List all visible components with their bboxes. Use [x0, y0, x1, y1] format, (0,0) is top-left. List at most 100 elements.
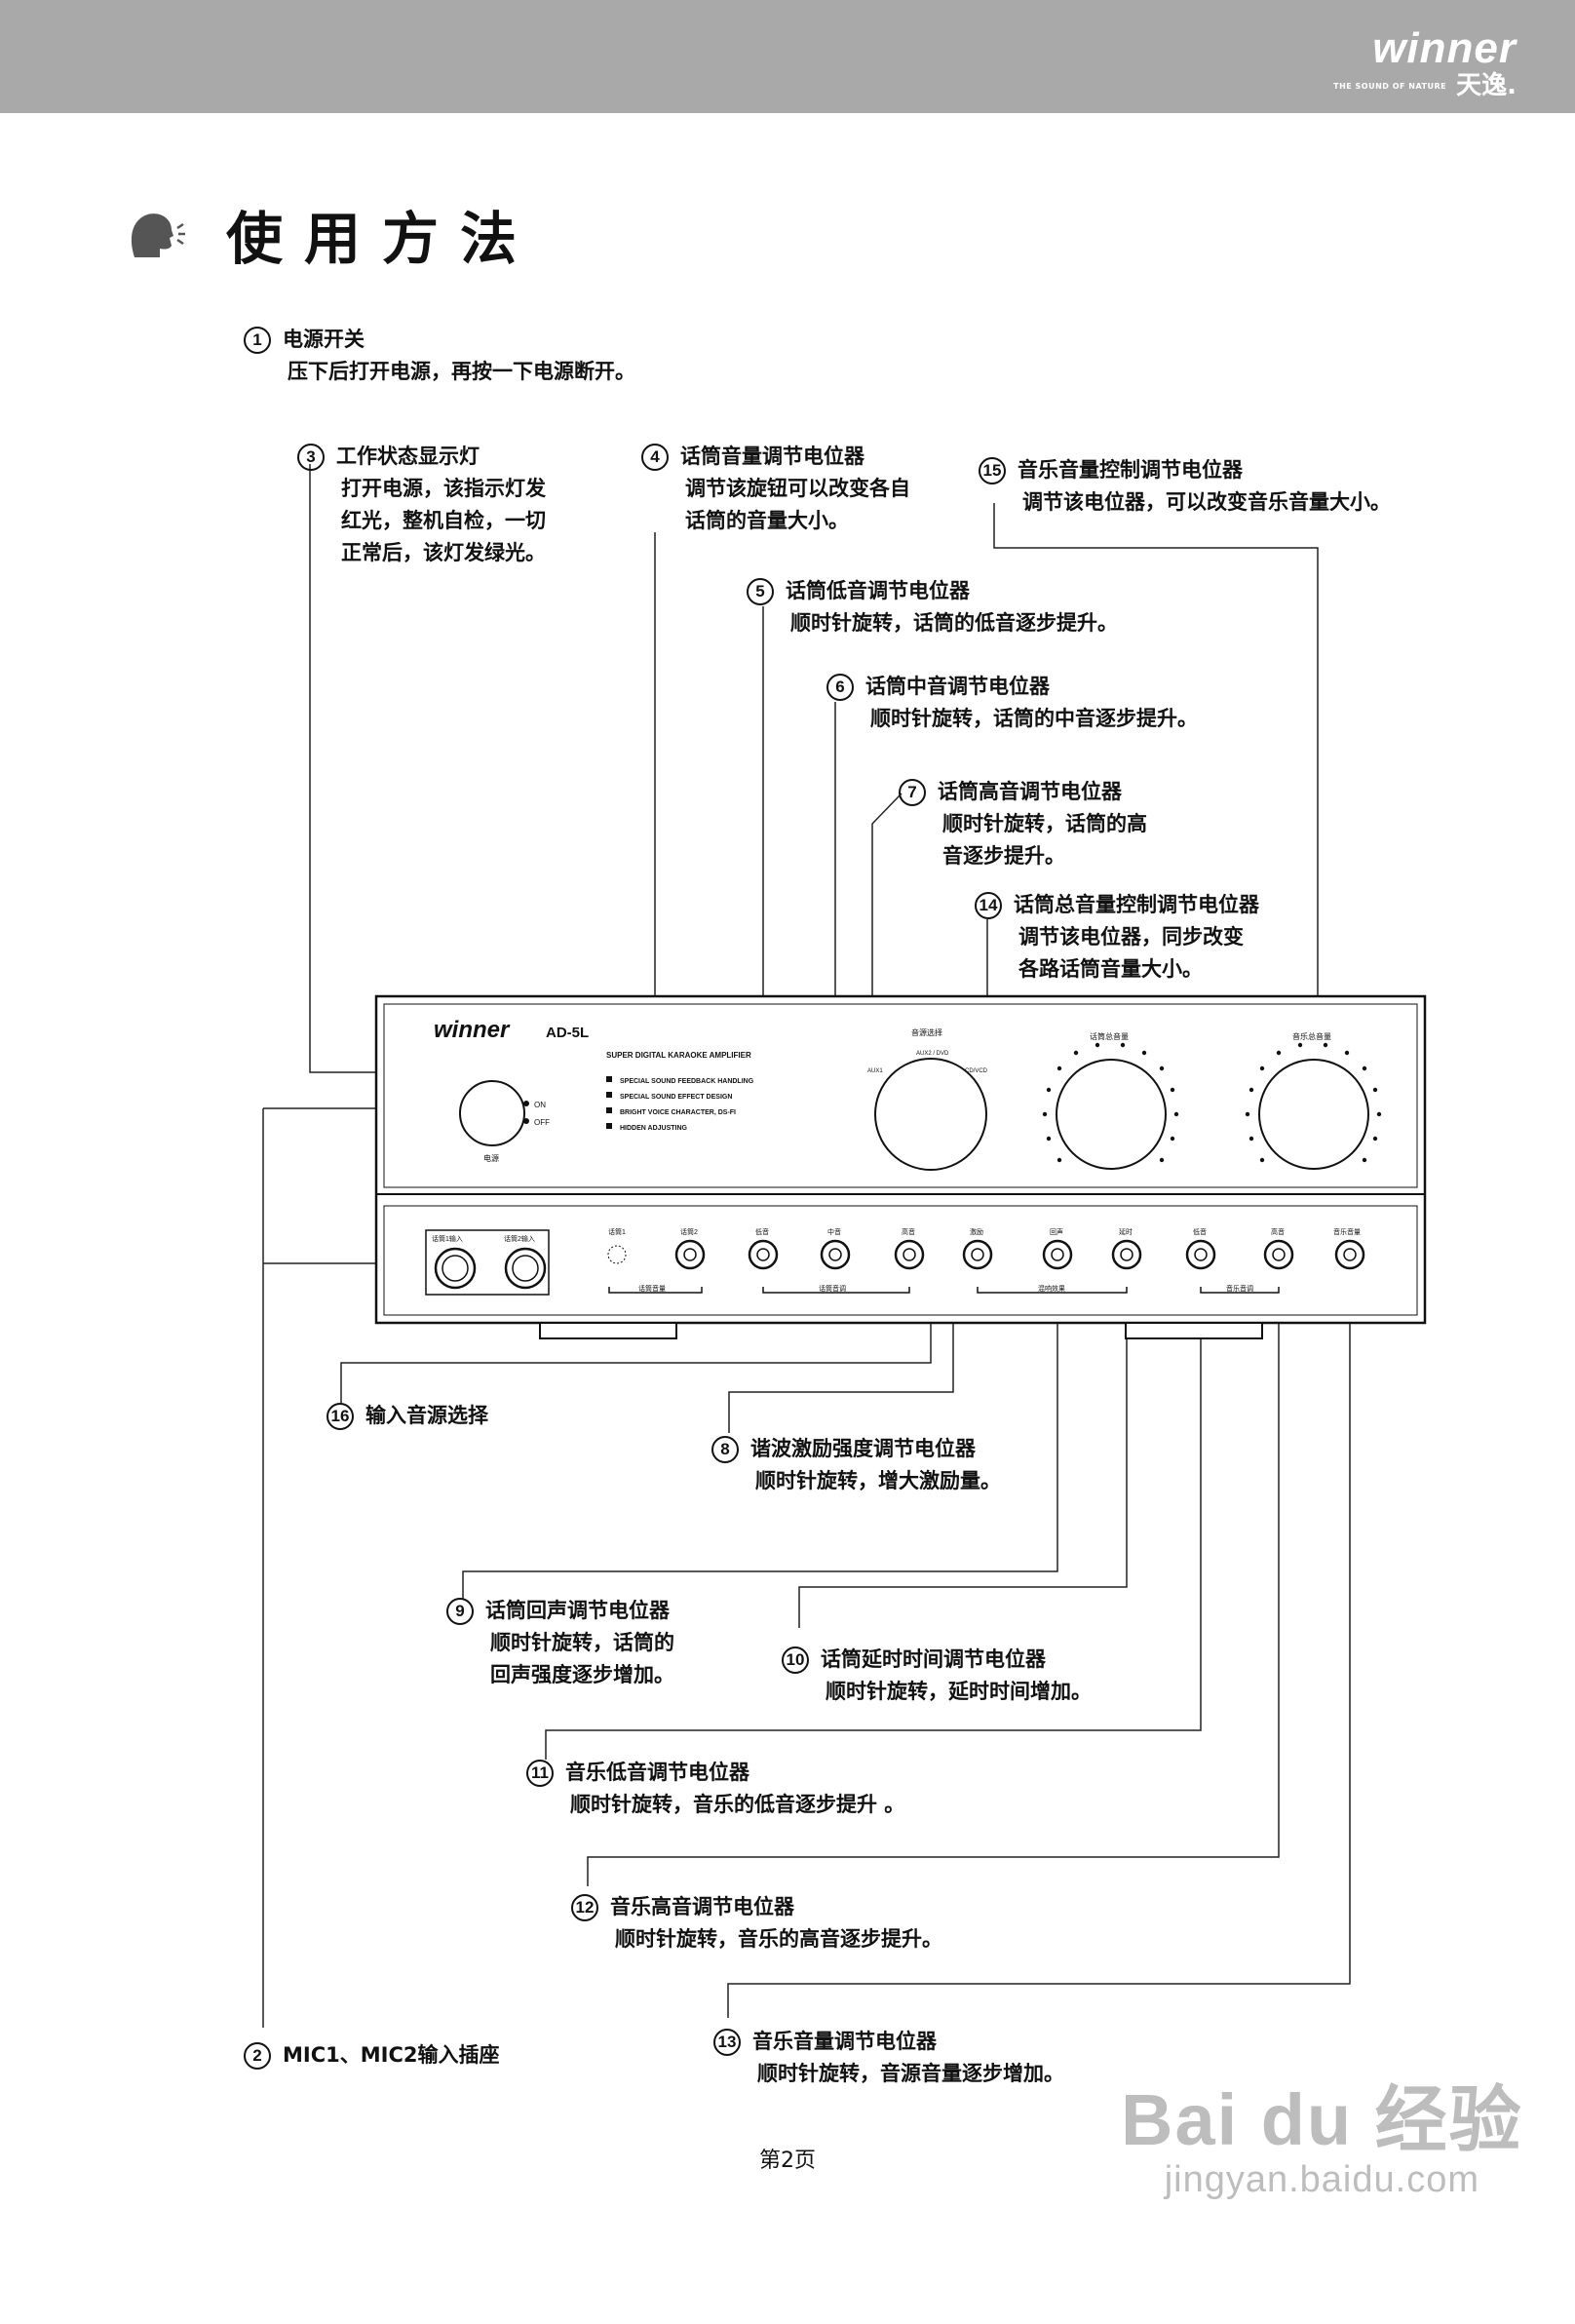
- callout-12: 12 音乐高音调节电位器 顺时针旋转，音乐的高音逐步提升。: [571, 1891, 942, 1956]
- callout-body: 调节该电位器，同步改变 各路话筒音量大小。: [1018, 925, 1244, 981]
- callout-body: 顺时针旋转，延时时间增加。: [826, 1680, 1092, 1703]
- power-off-label: OFF: [534, 1118, 550, 1127]
- callout-title: 音乐音量控制调节电位器: [1018, 458, 1243, 482]
- selector-label: 音源选择: [911, 1027, 942, 1037]
- callout-13: 13 音乐音量调节电位器 顺时针旋转，音源音量逐步增加。: [713, 2026, 1064, 2090]
- led-label: 话筒1: [608, 1227, 626, 1236]
- watermark-logo: Bai du 经验: [1121, 2079, 1523, 2160]
- callout-title: 话筒延时时间调节电位器: [821, 1647, 1046, 1671]
- callout-number: 13: [713, 2028, 741, 2056]
- brand-tagline: THE SOUND OF NATURE: [1333, 81, 1447, 91]
- panel-model: AD-5L: [546, 1025, 589, 1041]
- callout-number: 12: [571, 1893, 598, 1921]
- callout-title: 话筒总音量控制调节电位器: [1014, 893, 1259, 916]
- power-on-label: ON: [534, 1101, 546, 1109]
- callout-number: 2: [244, 2041, 271, 2070]
- callout-title: 工作状态显示灯: [336, 445, 480, 468]
- knob-label-music-treble: 高音: [1271, 1227, 1285, 1236]
- callout-body: 顺时针旋转，话筒的中音逐步提升。: [870, 707, 1198, 730]
- knob-label-mic-treble: 高音: [902, 1227, 915, 1236]
- callout-10: 10 话筒延时时间调节电位器 顺时针旋转，延时时间增加。: [782, 1644, 1092, 1708]
- callout-number: 10: [782, 1646, 809, 1674]
- knob-label-delay: 延时: [1119, 1227, 1133, 1236]
- callout-body: 顺时针旋转，话筒的 回声强度逐步增加。: [490, 1631, 674, 1686]
- knob-label-mic2: 话筒2: [680, 1227, 698, 1236]
- callout-number: 7: [899, 778, 926, 806]
- brand-chinese: 天逸.: [1456, 71, 1517, 100]
- callout-body: 调节该旋钮可以改变各自 话筒的音量大小。: [685, 477, 910, 532]
- knob-group-brackets: [608, 1287, 1280, 1294]
- power-switch: [459, 1080, 529, 1146]
- selector-cd: CD/VCD: [965, 1068, 988, 1074]
- feature-3: BRIGHT VOICE CHARACTER, DS-FI: [620, 1109, 736, 1116]
- knob-label-mic-mid: 中音: [827, 1227, 841, 1236]
- feature-2: SPECIAL SOUND EFFECT DESIGN: [620, 1094, 732, 1101]
- callout-body: 调节该电位器，可以改变音乐音量大小。: [1022, 490, 1391, 514]
- mic2-jack-label: 话筒2输入: [504, 1234, 535, 1243]
- callout-number: 1: [244, 326, 271, 354]
- callout-6: 6 话筒中音调节电位器 顺时针旋转，话筒的中音逐步提升。: [826, 671, 1198, 735]
- group-music-tone: 音乐音调: [1226, 1284, 1253, 1293]
- source-selector-knob: [874, 1058, 987, 1171]
- feature-1: SPECIAL SOUND FEEDBACK HANDLING: [620, 1078, 754, 1085]
- feature-4: HIDDEN ADJUSTING: [620, 1125, 688, 1132]
- callout-title: 电源开关: [283, 328, 365, 351]
- panel-brand: winner: [434, 1017, 511, 1043]
- callout-title: 音乐低音调节电位器: [565, 1761, 749, 1784]
- callout-number: 4: [641, 443, 669, 471]
- callout-title: 输入音源选择: [365, 1404, 488, 1427]
- callout-title: 音乐音量调节电位器: [752, 2030, 937, 2053]
- callout-body: 顺时针旋转，增大激励量。: [755, 1469, 1001, 1492]
- master-knob-ticks: [1042, 1042, 1382, 1163]
- callout-body: 顺时针旋转，音源音量逐步增加。: [757, 2062, 1064, 2085]
- callout-title: 话筒高音调节电位器: [938, 780, 1122, 803]
- callout-number: 9: [446, 1597, 474, 1625]
- callout-body: 顺时针旋转，话筒的低音逐步提升。: [790, 611, 1118, 635]
- power-label: 电源: [483, 1153, 499, 1163]
- mic-master-label: 话筒总音量: [1090, 1031, 1129, 1041]
- panel-subtitle: SUPER DIGITAL KARAOKE AMPLIFIER: [606, 1051, 751, 1060]
- callout-title: MIC1、MIC2输入插座: [283, 2043, 500, 2067]
- brand-logo: winner THE SOUND OF NATURE 天逸.: [1333, 24, 1517, 100]
- callout-title: 话筒中音调节电位器: [865, 675, 1050, 698]
- brand-wordmark: winner: [1372, 24, 1517, 72]
- callout-number: 6: [826, 673, 854, 701]
- callout-body: 顺时针旋转，音乐的高音逐步提升。: [615, 1927, 942, 1951]
- callout-body: 顺时针旋转，话筒的高 音逐步提升。: [942, 812, 1147, 868]
- header-bar: [0, 0, 1575, 113]
- callout-number: 11: [526, 1759, 554, 1787]
- status-led: [607, 1245, 627, 1264]
- callout-2: 2 MIC1、MIC2输入插座: [244, 2039, 499, 2072]
- callout-title: 话筒回声调节电位器: [485, 1599, 670, 1622]
- callout-body: 顺时针旋转，音乐的低音逐步提升 。: [570, 1793, 905, 1816]
- callout-number: 5: [747, 577, 774, 605]
- group-mic-tone: 话筒音调: [819, 1284, 846, 1293]
- callout-14: 14 话筒总音量控制调节电位器 调节该电位器，同步改变 各路话筒音量大小。: [975, 889, 1259, 986]
- callout-15: 15 音乐音量控制调节电位器 调节该电位器，可以改变音乐音量大小。: [979, 454, 1391, 519]
- music-master-label: 音乐总音量: [1292, 1031, 1331, 1041]
- knob-label-exciter: 激励: [970, 1227, 983, 1236]
- callout-number: 14: [975, 891, 1002, 919]
- mic-master-knob: [1056, 1059, 1167, 1170]
- small-knobs: [674, 1239, 1365, 1270]
- callout-number: 8: [711, 1435, 739, 1463]
- watermark-url: jingyan.baidu.com: [1164, 2159, 1479, 2200]
- speaking-head-icon: [131, 213, 185, 257]
- callout-number: 16: [327, 1402, 354, 1430]
- callout-number: 15: [979, 456, 1006, 484]
- baidu-watermark: Bai du 经验 jingyan.baidu.com: [1121, 2081, 1523, 2201]
- callout-title: 音乐高音调节电位器: [610, 1895, 794, 1918]
- page-number: 第2页: [759, 2149, 816, 2173]
- knob-label-echo: 回声: [1050, 1227, 1063, 1236]
- knob-label-music-bass: 低音: [1193, 1227, 1207, 1236]
- knob-label-mic-bass: 低音: [755, 1227, 769, 1236]
- callout-9: 9 话筒回声调节电位器 顺时针旋转，话筒的 回声强度逐步增加。: [446, 1595, 674, 1691]
- group-effect: 混响效果: [1038, 1284, 1065, 1293]
- knob-label-music-volume: 音乐音量: [1333, 1227, 1361, 1236]
